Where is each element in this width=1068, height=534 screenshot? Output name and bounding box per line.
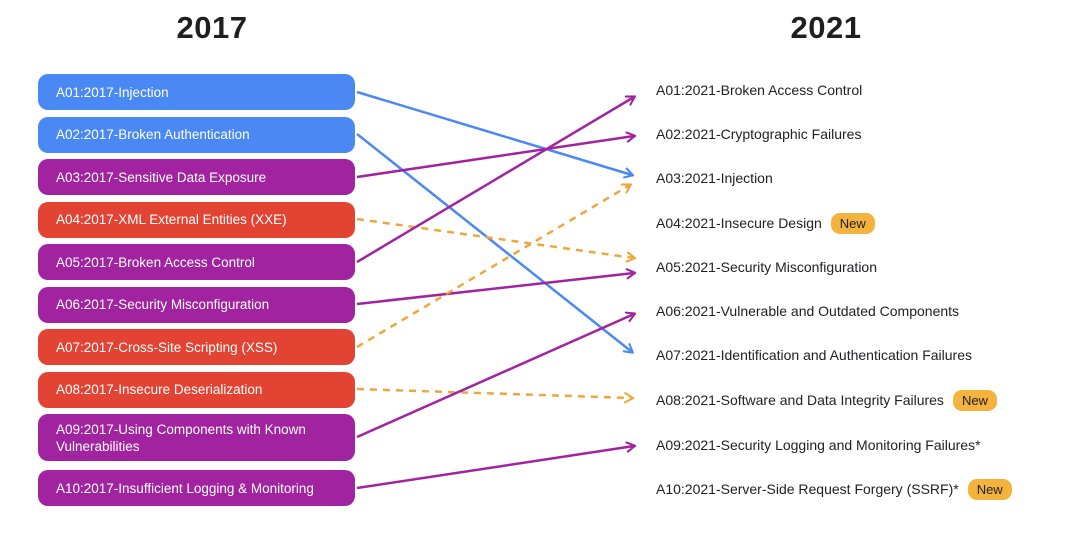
left-item-label: A02:2017-Broken Authentication <box>56 127 250 142</box>
connection-a02-2017-to-a07-2021 <box>356 133 634 354</box>
connection-a01-2017-to-a03-2021 <box>356 90 635 179</box>
right-item-a05-2021: A05:2021-Security Misconfiguration <box>656 256 877 278</box>
header-2021: 2021 <box>790 10 862 45</box>
right-item-a07-2021: A07:2021-Identification and Authenticati… <box>656 344 972 366</box>
new-badge: New <box>830 212 875 234</box>
left-item-label: A07:2017-Cross-Site Scripting (XSS) <box>56 339 278 355</box>
left-item-a09-2017: A09:2017-Using Components with Known Vul… <box>38 414 355 461</box>
left-item-a03-2017: A03:2017-Sensitive Data Exposure <box>38 159 355 195</box>
right-item-label: A07:2021-Identification and Authenticati… <box>656 347 972 363</box>
left-item-label: A09:2017-Using Components with Known Vul… <box>56 421 306 454</box>
right-item-a09-2021: A09:2021-Security Logging and Monitoring… <box>656 434 981 456</box>
left-item-a10-2017: A10:2017-Insufficient Logging & Monitori… <box>38 470 355 506</box>
right-item-label: A05:2021-Security Misconfiguration <box>656 259 878 275</box>
left-item-a06-2017: A06:2017-Security Misconfiguration <box>38 286 355 323</box>
right-item-a03-2021: A03:2021-Injection <box>656 167 773 189</box>
left-item-label: A06:2017-Security Misconfiguration <box>56 297 270 312</box>
connection-a10-2017-to-a09-2021 <box>356 441 637 490</box>
left-item-label: A03:2017-Sensitive Data Exposure <box>56 169 267 185</box>
right-item-label: A06:2021-Vulnerable and Outdated Compone… <box>656 303 960 319</box>
right-item-a04-2021: A04:2021-Insecure Design New <box>656 212 875 234</box>
connection-a08-2017-to-a08-2021 <box>356 387 635 404</box>
new-badge: New <box>952 389 997 411</box>
connection-a03-2017-to-a02-2021 <box>356 131 637 179</box>
right-item-label: A09:2021-Security Logging and Monitoring… <box>656 437 981 453</box>
connection-a05-2017-to-a01-2021 <box>356 95 637 264</box>
connection-a07-2017-to-a03-2021 <box>356 183 633 349</box>
left-item-a01-2017: A01:2017-Injection <box>38 74 355 110</box>
left-item-a07-2017: A07:2017-Cross-Site Scripting (XSS) <box>38 329 355 365</box>
right-item-label: A03:2021-Injection <box>656 170 773 186</box>
connection-a06-2017-to-a05-2021 <box>356 268 637 306</box>
left-item-a05-2017: A05:2017-Broken Access Control <box>38 244 355 280</box>
left-item-a08-2017: A08:2017-Insecure Deserialization <box>38 371 355 408</box>
right-item-a08-2021: A08:2021-Software and Data Integrity Fai… <box>656 389 997 411</box>
right-item-a02-2021: A02:2021-Cryptographic Failures <box>656 123 861 145</box>
left-item-label: A04:2017-XML External Entities (XXE) <box>56 212 287 227</box>
new-badge: New <box>967 478 1012 500</box>
left-item-a02-2017: A02:2017-Broken Authentication <box>38 116 355 153</box>
connection-a09-2017-to-a06-2021 <box>356 311 637 439</box>
connection-a04-2017-to-a05-2021 <box>356 217 637 263</box>
right-item-a10-2021: A10:2021-Server-Side Request Forgery (SS… <box>656 478 1012 500</box>
header-2017: 2017 <box>176 10 248 45</box>
right-item-a06-2021: A06:2021-Vulnerable and Outdated Compone… <box>656 300 959 322</box>
right-item-label: A04:2021-Insecure Design <box>656 215 822 231</box>
left-item-label: A01:2017-Injection <box>56 84 169 100</box>
left-item-label: A05:2017-Broken Access Control <box>56 254 255 270</box>
right-item-label: A08:2021-Software and Data Integrity Fai… <box>656 392 944 408</box>
left-item-a04-2017: A04:2017-XML External Entities (XXE) <box>38 201 355 238</box>
right-item-label: A01:2021-Broken Access Control <box>656 82 863 98</box>
right-item-a01-2021: A01:2021-Broken Access Control <box>656 79 862 101</box>
right-item-label: A02:2021-Cryptographic Failures <box>656 126 862 142</box>
left-item-label: A10:2017-Insufficient Logging & Monitori… <box>56 480 314 496</box>
right-item-label: A10:2021-Server-Side Request Forgery (SS… <box>656 481 959 497</box>
left-item-label: A08:2017-Insecure Deserialization <box>56 382 263 397</box>
